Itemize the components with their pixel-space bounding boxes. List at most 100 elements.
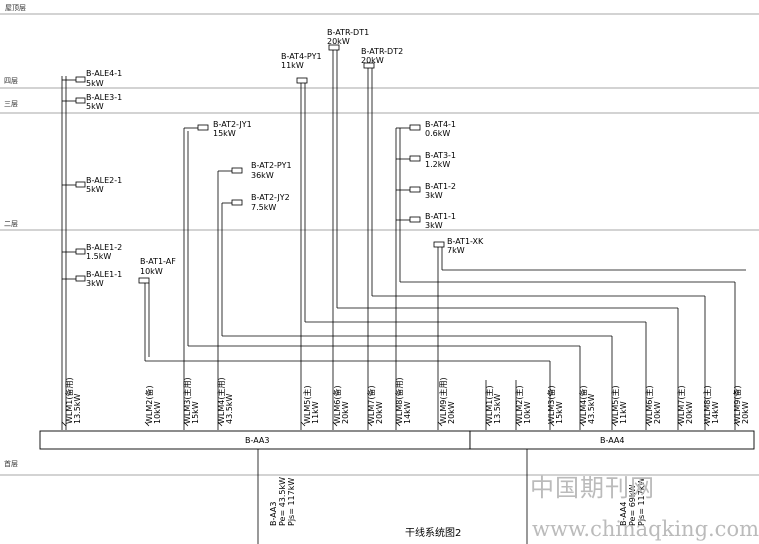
circuit-label-aa4-1: WLM1(主)13.5kW <box>484 385 502 424</box>
circuit-power: 14kW <box>403 401 412 424</box>
panel-ale4-1-power: 5kW <box>86 79 104 88</box>
circuit-power: 14kW <box>711 401 720 424</box>
feeder-label-aa3: B-AA3 Pe= 43.5kW Pjs= 117kW <box>269 477 296 526</box>
panel-at1-xk-power: 7kW <box>447 246 465 255</box>
circuit-id: WLM8(备用) <box>394 377 404 424</box>
circuit-power: 13.5kW <box>73 394 82 424</box>
circuit-label-aa3-8: WLM8(备用)14kW <box>394 377 412 424</box>
panel-at1-2-power: 3kW <box>425 191 443 200</box>
circuit-power: 20kW <box>741 401 750 424</box>
panel-boxes <box>75 44 445 284</box>
floor-lines <box>0 13 759 476</box>
circuit-id: WLM6(主) <box>644 385 654 424</box>
floor-label-2f: 二层 <box>4 220 18 228</box>
feeder-label-aa4: B-AA4 Pe= 69kW Pjs= 117kW <box>619 478 646 526</box>
circuit-id: WLM1(主) <box>484 385 494 424</box>
floor-label-roof: 屋顶层 <box>5 4 26 12</box>
circuit-label-aa4-8: WLM8(主)14kW <box>702 385 720 424</box>
circuit-id: WLM5(主) <box>302 385 312 424</box>
riser-wiring <box>61 50 746 430</box>
circuit-power: 10kW <box>153 401 162 424</box>
feeder-aa4-pjs: Pjs= 117kW <box>637 478 646 526</box>
circuit-label-aa4-4: WLM4(备)43.5kW <box>578 385 596 424</box>
circuit-id: WLM8(主) <box>702 385 712 424</box>
circuit-power: 20kW <box>653 401 662 424</box>
panel-at3-1-power: 1.2kW <box>425 160 450 169</box>
feeder-aa4-name: B-AA4 <box>619 502 628 526</box>
circuit-id: WLM7(备) <box>366 385 376 424</box>
floor-label-4f: 四层 <box>4 77 18 85</box>
circuit-label-aa4-9: WLM9(备)20kW <box>732 385 750 424</box>
panel-at2-jy2-power: 7.5kW <box>251 203 276 212</box>
circuit-label-aa4-5: WLM5(主)11kW <box>610 385 628 424</box>
circuit-power: 11kW <box>311 401 320 424</box>
circuit-id: WLM1(备用) <box>64 377 74 424</box>
panel-atr-dt1-name: B-ATR-DT1 <box>327 28 369 37</box>
panel-atr-dt1-power: 20kW <box>327 37 350 46</box>
floor-label-1f: 首层 <box>4 459 18 468</box>
circuit-power: 20kW <box>447 401 456 424</box>
panel-ale1-1-name: B-ALE1-1 <box>86 270 122 279</box>
circuit-label-aa3-6: WLM6(备)20kW <box>332 385 350 424</box>
circuit-power: 13.5kW <box>493 394 502 424</box>
panel-atr-dt2-power: 20kW <box>361 56 384 65</box>
panel-at2-jy2-name: B-AT2-JY2 <box>251 193 290 202</box>
panel-at1-1-name: B-AT1-1 <box>425 212 456 221</box>
circuit-power: 20kW <box>341 401 350 424</box>
circuit-id: WLM9(备) <box>732 385 742 424</box>
panel-ale1-1-power: 3kW <box>86 279 104 288</box>
circuit-label-aa3-4: WLM4(主用)43.5kW <box>216 377 234 424</box>
circuit-power: 15kW <box>555 401 564 424</box>
circuit-power: 20kW <box>375 401 384 424</box>
circuit-id: WLM3(主用) <box>182 377 192 424</box>
feeder-aa3-pe: Pe= 43.5kW <box>278 477 287 526</box>
incoming-feeders <box>257 449 528 544</box>
bus-label-left: B-AA3 <box>245 436 269 445</box>
panel-at4-py1-name: B-AT4-PY1 <box>281 52 322 61</box>
panel-at4-1-power: 0.6kW <box>425 129 450 138</box>
circuit-id: WLM5(主) <box>610 385 620 424</box>
circuit-power: 10kW <box>523 401 532 424</box>
panel-ale1-2-name: B-ALE1-2 <box>86 243 122 252</box>
drawing-caption: 干线系统图2 <box>405 526 461 539</box>
panel-ale2-1-name: B-ALE2-1 <box>86 176 122 185</box>
panel-ale3-1-power: 5kW <box>86 102 104 111</box>
breaker-ticks <box>61 421 740 427</box>
circuit-label-aa4-2: WLM2(主)10kW <box>514 385 532 424</box>
circuit-label-aa4-3: WLM3(备)15kW <box>546 385 564 424</box>
panel-at1-2-name: B-AT1-2 <box>425 182 456 191</box>
panel-at1-xk-name: B-AT1-XK <box>447 237 484 246</box>
circuit-power: 11kW <box>619 401 628 424</box>
panel-at1-af-name: B-AT1-AF <box>140 257 176 266</box>
feeder-aa3-name: B-AA3 <box>269 502 278 526</box>
panel-at3-1-name: B-AT3-1 <box>425 151 456 160</box>
bus-label-right: B-AA4 <box>600 436 624 445</box>
bus-bar-right <box>469 430 755 450</box>
circuit-id: WLM4(备) <box>578 385 588 424</box>
circuit-id: WLM6(备) <box>332 385 342 424</box>
watermark-cn: 中国期刊网 <box>530 474 655 502</box>
panel-at1-1-power: 3kW <box>425 221 443 230</box>
circuit-label-aa3-3: WLM3(主用)15kW <box>182 377 200 424</box>
circuit-id: WLM2(主) <box>514 385 524 424</box>
watermark-url: www.chinaqking.com <box>532 517 759 541</box>
panel-ale2-1-power: 5kW <box>86 185 104 194</box>
circuit-label-aa4-6: WLM6(主)20kW <box>644 385 662 424</box>
circuit-id: WLM4(主用) <box>216 377 226 424</box>
panel-at2-jy1-name: B-AT2-JY1 <box>213 120 252 129</box>
feeder-aa4-pe: Pe= 69kW <box>628 484 637 526</box>
circuit-id: WLM3(备) <box>546 385 556 424</box>
circuit-id: WLM7(主) <box>676 385 686 424</box>
panel-ale4-1-name: B-ALE4-1 <box>86 69 122 78</box>
circuit-label-aa4-7: WLM7(主)20kW <box>676 385 694 424</box>
feeder-aa3-pjs: Pjs= 117kW <box>287 478 296 526</box>
panel-at1-af-power: 10kW <box>140 267 163 276</box>
panel-at4-py1-power: 11kW <box>281 61 304 70</box>
panel-at2-jy1-power: 15kW <box>213 129 236 138</box>
circuit-label-aa3-1: WLM1(备用)13.5kW <box>64 377 82 424</box>
circuit-power: 15kW <box>191 401 200 424</box>
panel-at4-1-name: B-AT4-1 <box>425 120 456 129</box>
panel-ale1-2-power: 1.5kW <box>86 252 111 261</box>
